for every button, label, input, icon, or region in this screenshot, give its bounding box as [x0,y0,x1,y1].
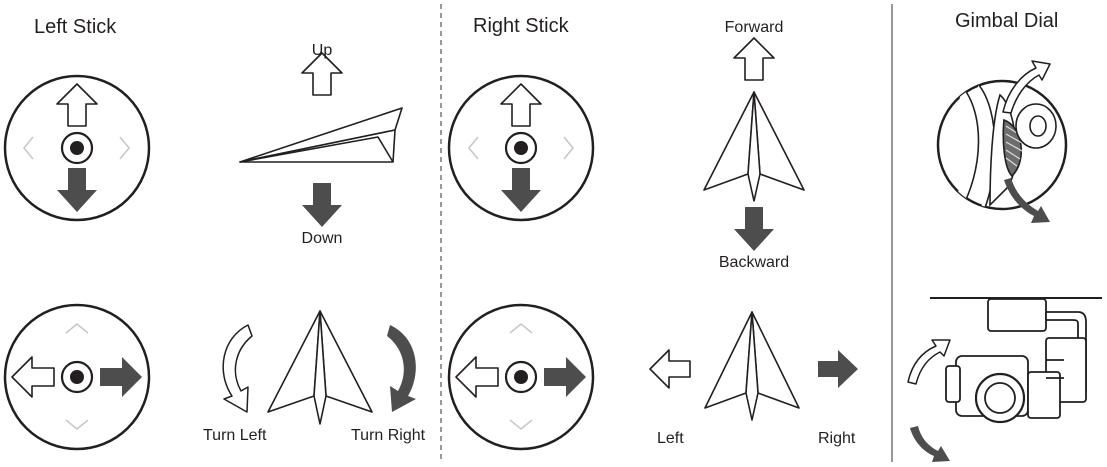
hollow-left-arrow-icon [455,356,499,398]
turn-right-label: Turn Right [351,427,426,444]
solid-down-arrow-icon [302,183,342,227]
chevron-up-icon [509,322,533,334]
down-label: Down [301,230,343,247]
chevron-right-icon [563,136,575,160]
paper-plane-top-icon [267,310,373,425]
right-label: Right [818,430,856,447]
solid-down-arrow-icon [57,168,97,212]
chevron-down-icon [509,419,533,431]
chevron-up-icon [65,322,89,334]
left-stick-heading: Left Stick [34,16,117,38]
paper-plane-top-icon [704,311,800,421]
gimbal-camera-icon [930,297,1102,424]
chevron-down-icon [65,419,89,431]
curved-hollow-arrow-icon [222,324,253,413]
right-stick-joystick-icon [447,74,595,222]
solid-down-arrow-icon [734,207,774,251]
backward-label: Backward [718,254,790,271]
chevron-right-icon [119,136,131,160]
gimbal-dial-heading: Gimbal Dial [955,10,1059,32]
hollow-left-arrow-icon [649,349,691,389]
solid-right-arrow-icon [544,357,586,397]
solid-right-arrow-icon [818,350,858,388]
solid-right-arrow-icon [100,357,142,397]
chevron-left-icon [22,136,34,160]
curved-hollow-arrow-icon [907,339,951,385]
right-stick-heading: Right Stick [473,15,569,37]
curved-hollow-arrow-icon [1002,60,1051,114]
hollow-up-arrow-icon [500,83,542,127]
paper-plane-top-icon [703,91,805,202]
hollow-left-arrow-icon [11,356,55,398]
left-label: Left [657,430,684,447]
turn-left-label: Turn Left [203,427,267,444]
forward-label: Forward [724,19,784,36]
curved-solid-arrow-icon [910,426,950,462]
solid-down-arrow-icon [501,168,541,212]
left-stick-joystick-icon [3,74,151,222]
right-stick-joystick-icon [447,303,595,451]
chevron-left-icon [467,136,479,160]
curved-solid-arrow-icon [387,325,416,412]
up-label: Up [311,42,333,59]
hollow-up-arrow-icon [56,83,98,127]
left-stick-joystick-icon [3,303,151,451]
curved-solid-arrow-icon [1004,178,1050,223]
hollow-up-arrow-icon [733,37,775,81]
paper-plane-side-icon [239,107,403,163]
gimbal-dial-icon [936,60,1068,223]
